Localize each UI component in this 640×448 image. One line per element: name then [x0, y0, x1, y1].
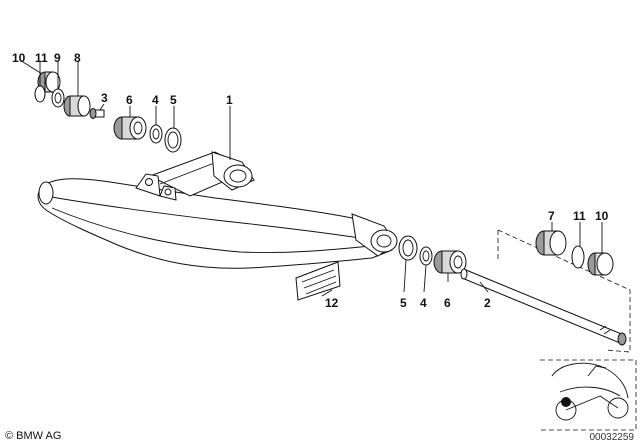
label-1: 1	[226, 93, 233, 107]
part-10-cap-lower	[587, 252, 614, 276]
copyright: © BMW AG	[5, 430, 62, 442]
location-dot	[561, 397, 571, 407]
label-3: 3	[101, 91, 108, 105]
label-5-lower: 5	[400, 296, 407, 310]
upper-pivot-parts	[34, 71, 182, 153]
part-4-ring-lower	[419, 246, 433, 266]
part-3-bolt	[89, 108, 105, 119]
part-5-seal-lower	[398, 235, 418, 261]
part-6-bearing-lower	[433, 250, 467, 274]
label-2: 2	[484, 296, 491, 310]
part-8-bush	[63, 95, 91, 117]
label-11-upper: 11	[35, 51, 48, 65]
label-4-upper: 4	[152, 93, 159, 107]
label-11-lower: 11	[573, 209, 586, 223]
label-6-lower: 6	[444, 296, 451, 310]
swing-arm	[37, 151, 398, 269]
label-9: 9	[54, 51, 61, 65]
part-11-shim-upper	[34, 85, 46, 103]
label-12: 12	[325, 296, 339, 310]
label-10-upper: 10	[12, 51, 26, 65]
motorcycle-thumbnail	[540, 359, 637, 431]
part-4-ring-upper	[149, 124, 163, 144]
axle-group-outline	[497, 229, 631, 353]
lower-pivot-parts	[295, 229, 631, 353]
label-5-upper: 5	[170, 93, 177, 107]
part-labels: 10 11 9 8 3 6 4 5 1 7 11 10 12 5 4 6 2	[12, 51, 609, 310]
label-4-lower: 4	[420, 296, 427, 310]
part-5-seal-upper	[164, 127, 182, 153]
leader-lines	[19, 59, 603, 297]
part-11-shim-lower	[571, 245, 585, 269]
part-2-axle	[460, 268, 627, 346]
label-10-lower: 10	[595, 209, 609, 223]
part-7-bush	[535, 230, 567, 256]
part-6-bearing-upper	[113, 116, 147, 140]
document-id: 00032259	[589, 432, 635, 443]
part-9-ring	[51, 88, 65, 108]
label-8: 8	[74, 51, 81, 65]
label-7: 7	[548, 209, 555, 223]
label-6-upper: 6	[126, 93, 133, 107]
part-12-sticker	[295, 261, 341, 301]
